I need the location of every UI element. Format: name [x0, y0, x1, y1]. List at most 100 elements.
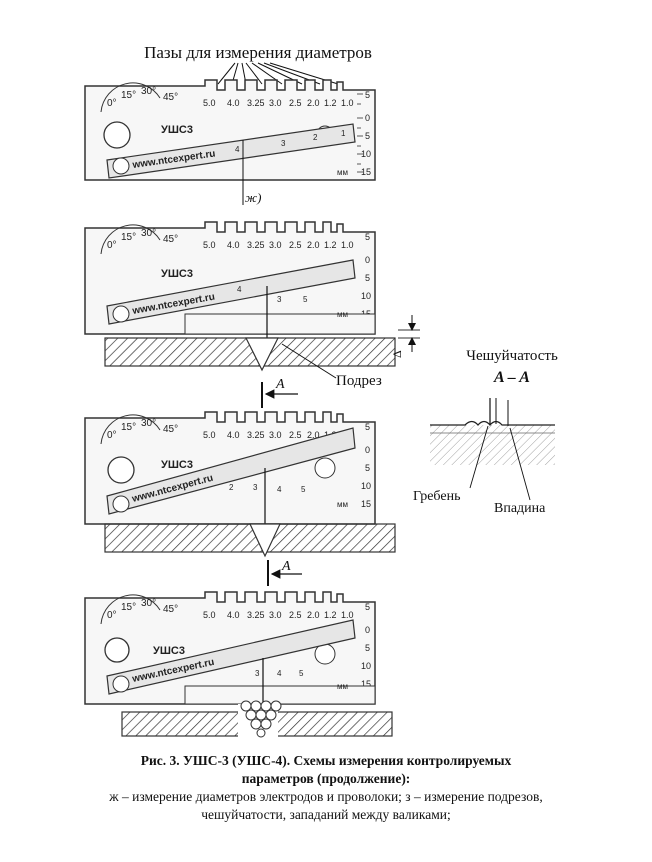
scale-mark: 0 — [365, 625, 370, 635]
scale-mark: 5 — [365, 602, 370, 612]
ruler-mark: 2 — [229, 483, 234, 492]
weld-plate-scaling — [104, 523, 396, 558]
angle-label: 30° — [141, 86, 156, 97]
gauge-model: УШС3 — [153, 645, 185, 657]
ruler-mark: 3 — [255, 669, 260, 678]
slot-diameter: 3.0 — [269, 98, 282, 108]
slot-pointer-lines — [217, 62, 339, 85]
section-view: Чешуйчатость A – A Гребень Впадина — [413, 348, 558, 516]
scale-mark: 15 — [361, 499, 371, 509]
slot-diameter: 2.5 — [289, 98, 302, 108]
slot-diameter: 2.0 — [307, 240, 320, 250]
slot-diameter: 1.0 — [341, 610, 354, 620]
figure-caption: Рис. 3. УШС-3 (УШС-4). Схемы измерения к… — [0, 752, 652, 824]
slot-diameter: 3.25 — [247, 430, 265, 440]
scale-mark: 5 — [365, 643, 370, 653]
undercut-leader — [281, 343, 337, 379]
slot-diameter: 1.0 — [341, 98, 354, 108]
angle-label: 0° — [107, 240, 117, 251]
angle-label: 45° — [163, 424, 178, 435]
angle-label: 45° — [163, 92, 178, 103]
gauge-panel-zh: 0° 15° 30° 45° УШС3 5.0 4.0 3.25 3.0 2.5… — [84, 79, 376, 205]
scaling-title: Чешуйчатость — [466, 348, 558, 364]
caption-line2: чешуйчатости, западаний между валиками; — [201, 807, 451, 822]
slider-mark: 4 — [235, 145, 240, 154]
caption-line1: ж – измерение диаметров электродов и про… — [109, 789, 543, 804]
slider-arm — [106, 123, 356, 179]
slot-diameter: 1.2 — [324, 240, 337, 250]
angle-label: 30° — [141, 228, 156, 239]
delta-label: Δ — [390, 350, 404, 358]
slider-mark: 3 — [281, 139, 286, 148]
slot-diameter: 4.0 — [227, 240, 240, 250]
scale-mark: 15 — [361, 679, 371, 689]
angle-label: 45° — [163, 234, 178, 245]
scale-mark: 10 — [361, 149, 371, 159]
slot-diameter: 5.0 — [203, 240, 216, 250]
ruler-mark: 5 — [299, 669, 304, 678]
scale-mark: 15 — [361, 167, 371, 177]
slot-diameter: 4.0 — [227, 430, 240, 440]
gauge-panel-undercut: 0° 15° 30° 45° УШС3 5.0 4.0 3.25 3.0 2.5… — [84, 221, 376, 344]
weld-plate-undercut: Δ — [104, 315, 420, 372]
ruler-mark: 4 — [277, 669, 282, 678]
slot-diameter: 2.5 — [289, 610, 302, 620]
section-mark-bottom: A — [267, 559, 302, 586]
scale-mark: 10 — [361, 291, 371, 301]
unit-label: мм — [337, 168, 348, 177]
angle-label: 0° — [107, 610, 117, 621]
scale-mark: 5 — [365, 273, 370, 283]
slot-diameter: 5.0 — [203, 430, 216, 440]
slot-diameter: 4.0 — [227, 98, 240, 108]
trough-label: Впадина — [494, 501, 546, 516]
gauge-panel-scaling: 0° 15° 30° 45° УШС3 5.0 4.0 3.25 3.0 2.5… — [84, 411, 376, 530]
gauge-diagram: Пазы для измерения диаметров 0° 15° 30° … — [84, 43, 558, 745]
panel-label-zh: ж) — [245, 190, 261, 205]
slot-diameter: 3.25 — [247, 240, 265, 250]
slot-diameter: 3.0 — [269, 240, 282, 250]
crest-label: Гребень — [413, 489, 460, 504]
scale-mark: 5 — [365, 131, 370, 141]
slot-diameter: 2.5 — [289, 240, 302, 250]
section-letter: A — [275, 377, 285, 392]
slot-diameter: 5.0 — [203, 610, 216, 620]
angle-label: 30° — [141, 418, 156, 429]
ruler-mark: 4 — [277, 485, 282, 494]
scale-mark: 0 — [365, 445, 370, 455]
slot-diameter: 1.2 — [324, 98, 337, 108]
slot-diameter: 4.0 — [227, 610, 240, 620]
scale-mark: 0 — [365, 113, 370, 123]
caption-title: Рис. 3. УШС-3 (УШС-4). Схемы измерения к… — [140, 753, 512, 768]
ruler-mark: 3 — [277, 295, 282, 304]
slot-diameter: 2.0 — [307, 430, 320, 440]
scale-mark: 5 — [365, 232, 370, 242]
slot-diameter: 1.2 — [324, 610, 337, 620]
slot-diameter: 1.0 — [341, 240, 354, 250]
angle-label: 45° — [163, 604, 178, 615]
unit-label: мм — [337, 682, 348, 691]
scale-mark: 5 — [365, 422, 370, 432]
slot-diameter: 5.0 — [203, 98, 216, 108]
ruler-mark: 5 — [301, 485, 306, 494]
gauge-panel-z: 0° 15° 30° 45° УШС3 5.0 4.0 3.25 3.0 2.5… — [84, 591, 376, 712]
slot-diameter: 2.0 — [307, 98, 320, 108]
angle-label: 30° — [141, 598, 156, 609]
section-letter: A — [281, 559, 291, 574]
weld-plate-beads — [121, 700, 393, 738]
gauge-model: УШС3 — [161, 268, 193, 280]
slot-diameter: 3.25 — [247, 610, 265, 620]
angle-label: 0° — [107, 430, 117, 441]
gauge-model: УШС3 — [161, 124, 193, 136]
scale-mark: 5 — [365, 90, 370, 100]
scale-mark: 10 — [361, 661, 371, 671]
slider-mark: 2 — [313, 133, 318, 142]
panel-label-z: з) — [301, 742, 311, 745]
angle-label: 15° — [121, 232, 136, 243]
angle-label: 15° — [121, 90, 136, 101]
caption-title-cont: параметров (продолжение): — [241, 771, 411, 786]
section-mark-top: A — [261, 377, 298, 408]
ruler-mark: 4 — [237, 285, 242, 294]
section-title: A – A — [493, 369, 530, 386]
slot-diameter: 3.25 — [247, 98, 265, 108]
slot-diameter: 2.0 — [307, 610, 320, 620]
